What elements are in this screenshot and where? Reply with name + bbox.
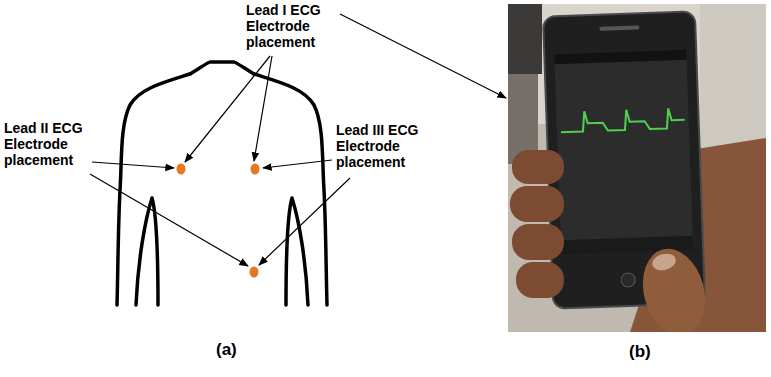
torso-outline: [117, 62, 327, 305]
electrode-label: Lead II ECG Electrode placement: [4, 120, 100, 168]
finger: [512, 150, 564, 184]
leader-arrows: [90, 14, 506, 266]
leader-arrow: [185, 56, 270, 162]
leader-arrow: [90, 174, 248, 266]
panel-label: (b): [629, 342, 651, 362]
fingers: [510, 150, 564, 298]
photo-dark-object: [508, 4, 542, 74]
thumbnail: [650, 251, 677, 273]
finger: [516, 262, 564, 298]
leader-arrow: [254, 56, 272, 161]
left-inner-arm: [136, 198, 158, 305]
finger: [510, 186, 564, 222]
panel-label: (a): [216, 340, 237, 360]
leader-arrow: [340, 14, 506, 98]
photo-wall-right: [700, 4, 766, 154]
electrode-label: Lead III ECG Electrode placement: [336, 122, 432, 170]
electrode-label: Lead I ECG Electrode placement: [246, 2, 342, 50]
thumb: [634, 242, 715, 332]
leader-arrow: [259, 178, 350, 265]
photo-background: [508, 4, 766, 332]
ecg-trace: [560, 108, 685, 132]
home-button: [621, 273, 635, 287]
electrodes: [177, 164, 260, 278]
finger: [512, 224, 564, 260]
right-inner-arm: [286, 198, 308, 305]
electrode-dot: [250, 267, 259, 278]
leader-arrow: [92, 162, 174, 168]
right-arm-outline: [254, 74, 327, 305]
electrode-dot: [177, 164, 186, 175]
phone-photo: [508, 4, 766, 332]
phone-earpiece: [599, 25, 639, 30]
phone-screen: [554, 50, 693, 254]
leader-arrow: [263, 160, 332, 168]
neck-line: [190, 62, 254, 74]
status-bar: [554, 50, 686, 65]
left-arm-outline: [117, 74, 190, 305]
electrode-dot: [251, 164, 260, 175]
